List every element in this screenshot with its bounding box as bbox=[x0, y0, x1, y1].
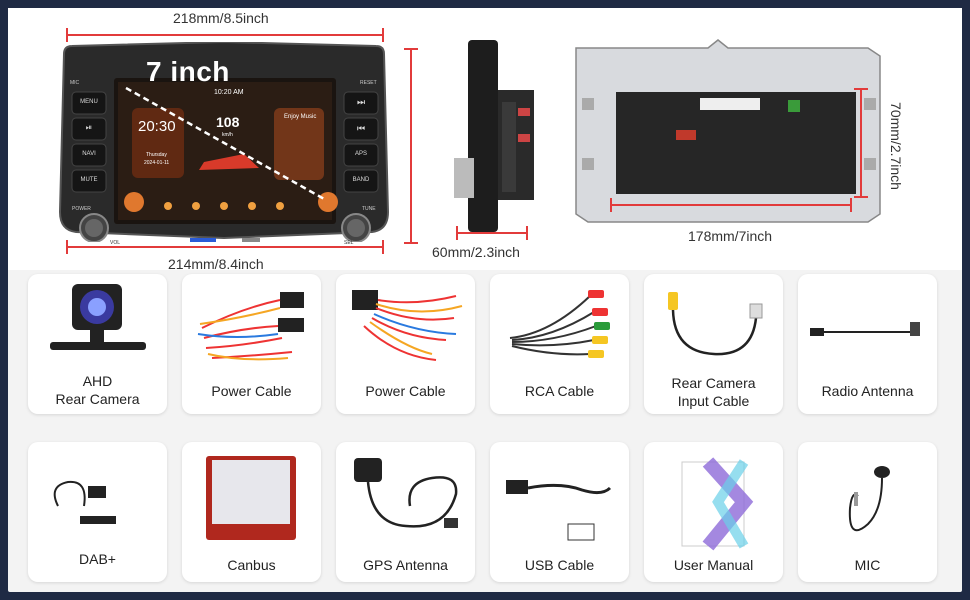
side-depth-label: 60mm/2.3inch bbox=[432, 244, 520, 260]
card-dab: DAB+ bbox=[28, 442, 167, 582]
top-width-label: 218mm/8.5inch bbox=[173, 10, 269, 26]
card-power-cable-1: Power Cable bbox=[182, 274, 321, 414]
user-manual-label: User Manual bbox=[673, 557, 754, 573]
front-height-cap-bottom bbox=[404, 242, 418, 244]
front-height-cap-top bbox=[404, 48, 418, 50]
dimensions-section: 218mm/8.5inch bbox=[8, 8, 962, 272]
card-mic: MIC bbox=[798, 442, 937, 582]
left-button-3[interactable]: NAVI bbox=[82, 151, 96, 157]
stereo-side-view bbox=[442, 38, 538, 238]
top-width-cap-left bbox=[66, 28, 68, 42]
bottom-width-label: 214mm/8.4inch bbox=[168, 256, 264, 272]
frame-width-line bbox=[610, 204, 852, 206]
mounting-frame-art bbox=[575, 39, 881, 223]
mic-label: MIC bbox=[70, 80, 80, 86]
product-panel: 218mm/8.5inch bbox=[8, 8, 962, 592]
reset-label: RESET bbox=[360, 80, 377, 86]
dab-antenna-icon bbox=[53, 480, 116, 524]
user-manual-icon bbox=[681, 457, 754, 551]
screen-music-title: Enjoy Music bbox=[284, 114, 317, 120]
stereo-front-art bbox=[58, 40, 390, 244]
screen-day: Thursday bbox=[146, 152, 167, 158]
status-time: 10:20 AM bbox=[214, 89, 244, 96]
right-button-3[interactable]: APS bbox=[354, 151, 367, 157]
bottom-width-cap-right bbox=[382, 240, 384, 254]
frame-height-line bbox=[860, 88, 862, 198]
card-canbus: Canbus bbox=[182, 442, 321, 582]
card-rear-camera-input-cable: Rear Camera Input Cable bbox=[644, 274, 783, 414]
radio-antenna-label: Radio Antenna bbox=[821, 383, 914, 399]
screen-speed: 108 bbox=[216, 114, 240, 130]
frame-height-label: 70mm/2.7inch bbox=[887, 102, 904, 190]
side-depth-cap-left bbox=[456, 226, 458, 240]
right-button-2[interactable]: ⏮ bbox=[356, 123, 366, 133]
side-depth-line bbox=[456, 232, 528, 234]
card-user-manual: User Manual bbox=[644, 442, 783, 582]
card-usb-cable: USB Cable bbox=[490, 442, 629, 582]
front-height-line bbox=[410, 48, 412, 244]
frame-width-label: 178mm/7inch bbox=[688, 228, 773, 244]
power-cable-icon bbox=[197, 292, 304, 361]
camera-input-cable-icon bbox=[668, 292, 763, 356]
gps-antenna-icon bbox=[354, 458, 458, 528]
card-rca-cable: RCA Cable bbox=[490, 274, 629, 414]
right-button-4[interactable]: BAND bbox=[352, 177, 370, 183]
sel-label: SEL bbox=[344, 240, 354, 246]
power-cable-2-label: Power Cable bbox=[365, 383, 446, 399]
camera-icon bbox=[50, 284, 146, 350]
top-width-cap-right bbox=[382, 28, 384, 42]
right-button-1[interactable]: ⏭ bbox=[356, 97, 366, 107]
left-button-2[interactable]: ⏯ bbox=[85, 123, 93, 132]
rca-cable-label: RCA Cable bbox=[524, 383, 595, 399]
card-power-cable-2: Power Cable bbox=[336, 274, 475, 414]
canbus-icon bbox=[206, 456, 296, 540]
mic-icon bbox=[848, 466, 890, 532]
screen-date: 2024-01-11 bbox=[144, 160, 170, 166]
power-label: POWER bbox=[72, 206, 91, 212]
rear-camera-input-cable-label: Rear Camera Input Cable bbox=[671, 375, 756, 409]
frame-width-cap-left bbox=[610, 198, 612, 212]
left-button-4[interactable]: MUTE bbox=[80, 177, 98, 183]
card-ahd-rear-camera: AHD Rear Camera bbox=[28, 274, 167, 414]
frame-height-cap-bottom bbox=[854, 196, 868, 198]
side-depth-cap-right bbox=[526, 226, 528, 240]
canbus-label: Canbus bbox=[227, 557, 276, 573]
top-width-line bbox=[66, 34, 384, 36]
mounting-frame bbox=[568, 38, 888, 226]
stereo-size-label: 7 inch bbox=[146, 56, 230, 87]
radio-antenna-icon bbox=[810, 322, 920, 336]
vol-label: VOL bbox=[110, 240, 121, 246]
bottom-width-cap-left bbox=[66, 240, 68, 254]
tune-label: TUNE bbox=[362, 206, 376, 212]
power-cable-alt-icon bbox=[352, 290, 463, 361]
power-cable-1-label: Power Cable bbox=[211, 383, 292, 399]
screen-speed-unit: km/h bbox=[222, 132, 233, 138]
card-gps-antenna: GPS Antenna bbox=[336, 442, 475, 582]
usb-cable-icon bbox=[506, 480, 612, 541]
rca-cable-icon bbox=[509, 290, 610, 358]
usb-cable-label: USB Cable bbox=[524, 557, 595, 573]
gps-antenna-label: GPS Antenna bbox=[363, 557, 448, 573]
mic-label-text: MIC bbox=[854, 557, 881, 573]
dab-label: DAB+ bbox=[79, 551, 116, 567]
left-button-1[interactable]: MENU bbox=[80, 99, 98, 105]
frame-height-cap-top bbox=[854, 88, 868, 90]
stereo-front: 7 inch MIC RESET MENU ⏯ NAVI MUTE ⏭ ⏮ AP… bbox=[54, 40, 394, 246]
side-view-art bbox=[454, 40, 534, 232]
bottom-width-line bbox=[66, 246, 384, 248]
screen-clock: 20:30 bbox=[138, 118, 176, 135]
frame-width-cap-right bbox=[850, 198, 852, 212]
card-radio-antenna: Radio Antenna bbox=[798, 274, 937, 414]
ahd-rear-camera-label: AHD Rear Camera bbox=[55, 373, 140, 407]
